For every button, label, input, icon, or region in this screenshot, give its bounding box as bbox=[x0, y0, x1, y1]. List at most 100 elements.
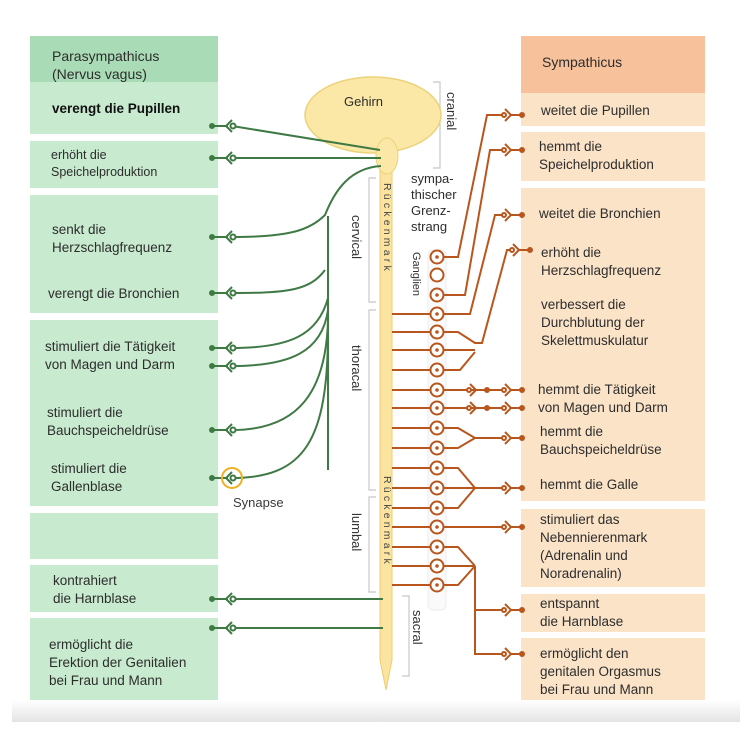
ganglion bbox=[429, 324, 445, 340]
para-box-bladder bbox=[30, 565, 218, 612]
synapse-terminal bbox=[519, 651, 525, 657]
synapse-bouton bbox=[466, 387, 472, 393]
ganglion-synapse-dot bbox=[435, 446, 439, 450]
synapse-terminal bbox=[209, 427, 215, 433]
sym-effect-adrenal: stimuliert das Nebennierenmark (Adrenali… bbox=[540, 512, 648, 581]
synapse-terminal bbox=[519, 524, 525, 530]
ganglion-synapse-dot bbox=[435, 330, 439, 334]
sym-box-adrenal bbox=[521, 509, 705, 587]
sympathetic-synapse-icon bbox=[501, 108, 525, 122]
ganglion bbox=[429, 500, 445, 516]
trunk-label-line: thischer bbox=[411, 187, 457, 202]
parasympathetic-synapse-icon bbox=[209, 230, 237, 244]
synapse-bouton bbox=[501, 651, 507, 657]
synapse-bouton bbox=[501, 405, 507, 411]
ganglion-synapse-dot bbox=[435, 466, 439, 470]
synapse-terminal bbox=[519, 212, 525, 218]
region-cervical: cervical bbox=[349, 215, 364, 259]
synapse-terminal bbox=[519, 485, 525, 491]
parasympathetic-synapse-icon bbox=[209, 341, 237, 355]
sym-effect-heart: erhöht die Herzschlagfrequenz bbox=[541, 245, 662, 278]
ganglion-circle bbox=[429, 267, 445, 283]
sympathetic-synapse-icon bbox=[466, 401, 490, 415]
parasympathetic-nerve-fiber bbox=[231, 329, 329, 479]
ganglion bbox=[429, 519, 445, 535]
synapse-bouton bbox=[229, 122, 237, 130]
sympathetic-synapse-icon bbox=[501, 383, 525, 397]
sympathetic-synapse-icon bbox=[501, 431, 525, 445]
ganglion bbox=[429, 577, 445, 593]
ganglion-synapse-dot bbox=[435, 564, 439, 568]
ganglion-synapse-dot bbox=[435, 348, 439, 352]
ganglion bbox=[429, 362, 445, 378]
parasympathetic-nerve-fiber bbox=[231, 125, 381, 151]
ganglion-synapse-dot bbox=[435, 255, 439, 259]
para-box-saliva bbox=[30, 141, 218, 188]
parasympathetic-synapse-icon bbox=[209, 423, 237, 437]
sympathetic-header: Sympathicus bbox=[542, 54, 623, 70]
synapse-bouton bbox=[501, 212, 507, 218]
sym-effect-saliva: hemmt die Speichelproduktion bbox=[539, 139, 654, 172]
parasympathetic-nerve-fiber bbox=[231, 297, 329, 349]
ganglion-synapse-dot bbox=[435, 545, 439, 549]
synapse-fork bbox=[224, 119, 233, 133]
synapse-bouton bbox=[229, 624, 237, 632]
spinal-cord-label-lower: Rückenmark bbox=[381, 476, 393, 567]
synapse-fork bbox=[224, 471, 233, 485]
para-effect-bronchi: verengt die Bronchien bbox=[48, 286, 180, 301]
ganglion bbox=[429, 480, 445, 496]
ganglion-synapse-dot bbox=[435, 506, 439, 510]
brainstem bbox=[375, 137, 399, 175]
region-cranial: cranial bbox=[444, 92, 459, 130]
synapse-bouton bbox=[501, 112, 507, 118]
sym-box-main bbox=[521, 188, 705, 501]
ganglion-synapse-dot bbox=[435, 293, 439, 297]
brain bbox=[304, 76, 442, 154]
synapse-terminal bbox=[209, 625, 215, 631]
ganglion bbox=[429, 460, 445, 476]
synapse-terminal bbox=[484, 387, 490, 393]
synapse-fork bbox=[224, 151, 233, 165]
parasympathetic-nerve-fiber bbox=[231, 309, 329, 367]
synapse-terminal bbox=[209, 475, 215, 481]
sym-box-bladder bbox=[521, 594, 705, 632]
synapse-fork bbox=[224, 423, 233, 437]
synapse-bouton bbox=[229, 595, 237, 603]
synapse-fork bbox=[224, 230, 233, 244]
ganglion bbox=[429, 287, 445, 303]
synapse-terminal bbox=[209, 596, 215, 602]
para-box-digestive bbox=[30, 320, 218, 506]
synapse-terminal bbox=[209, 363, 215, 369]
spinal-cord-label-upper: Rückenmark bbox=[381, 183, 393, 274]
synapse-fork bbox=[224, 592, 233, 606]
synapse-terminal bbox=[519, 405, 525, 411]
sympathetic-nerve-fiber bbox=[443, 114, 505, 258]
sympathetic-synapse-icon bbox=[466, 383, 490, 397]
synapse-highlight-ring bbox=[221, 467, 243, 489]
para-effect-stomach: stimuliert die Tätigkeit von Magen und D… bbox=[45, 339, 176, 372]
sympathetic-nerve-fiber bbox=[443, 149, 505, 296]
synapse-terminal bbox=[209, 155, 215, 161]
ganglion bbox=[429, 267, 445, 283]
bracket-thoracal bbox=[368, 309, 376, 491]
bracket-sacral bbox=[402, 595, 410, 677]
para-effect-gallbladder: stimuliert die Gallenblase bbox=[51, 461, 127, 494]
ganglion-synapse-dot bbox=[435, 525, 439, 529]
ganglion-synapse-dot bbox=[435, 368, 439, 372]
parasympathetic-nerve-fiber bbox=[231, 165, 382, 238]
sympathetic-synapse-icon bbox=[501, 520, 525, 534]
para-effect-pancreas: stimuliert die Bauchspeicheldrüse bbox=[47, 405, 169, 438]
synapse-bouton bbox=[229, 233, 237, 241]
ganglion bbox=[429, 539, 445, 555]
bracket-cervical bbox=[368, 177, 376, 303]
synapse-terminal bbox=[484, 405, 490, 411]
synapse-fork bbox=[224, 286, 233, 300]
synapse-bouton bbox=[501, 147, 507, 153]
synapse-terminal bbox=[527, 247, 533, 253]
ganglion-synapse-dot bbox=[435, 583, 439, 587]
sympathetic-nerve-fiber bbox=[443, 467, 505, 489]
sym-box-saliva bbox=[521, 132, 705, 181]
ganglion bbox=[429, 342, 445, 358]
sympathetic-synapse-icon bbox=[501, 401, 525, 415]
